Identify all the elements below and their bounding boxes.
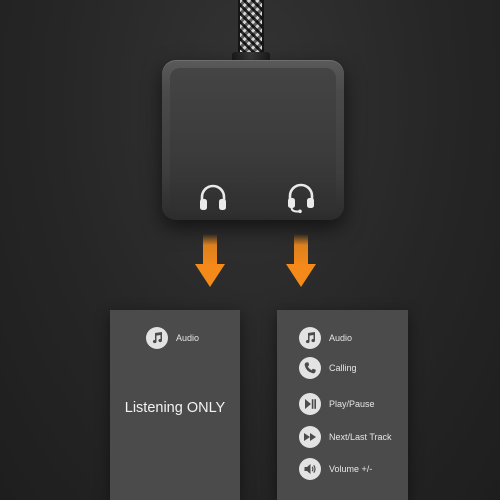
down-arrow-icon: [286, 234, 316, 288]
feature-label: Audio: [329, 333, 353, 343]
audio-adapter: [162, 60, 344, 220]
feature-audio: Audio: [299, 327, 352, 349]
volume-icon: [299, 458, 321, 480]
listening-only-text: Listening ONLY: [124, 400, 226, 416]
headset-mic-icon: [284, 180, 318, 214]
down-arrow-icon: [195, 234, 225, 288]
braided-cable: [238, 0, 264, 62]
feature-label: Audio: [176, 333, 200, 343]
feature-play-pause: Play/Pause: [299, 393, 375, 415]
listening-only-card: Audio Listening ONLY: [110, 310, 240, 500]
full-features-card: Audio Calling Play/Pause Next/Last Track…: [277, 310, 408, 500]
feature-label: Calling: [329, 363, 357, 373]
feature-next-last-track: Next/Last Track: [299, 426, 392, 448]
feature-label: Volume +/-: [329, 464, 373, 474]
next-track-icon: [299, 426, 321, 448]
music-note-icon: [146, 327, 168, 349]
music-note-icon: [299, 327, 321, 349]
feature-volume: Volume +/-: [299, 458, 372, 480]
feature-audio: Audio: [146, 327, 199, 349]
headphones-icon: [196, 180, 230, 214]
adapter-face: [170, 68, 336, 214]
feature-label: Play/Pause: [329, 399, 375, 409]
phone-icon: [299, 357, 321, 379]
feature-calling: Calling: [299, 357, 357, 379]
play-pause-icon: [299, 393, 321, 415]
feature-label: Next/Last Track: [329, 432, 392, 442]
